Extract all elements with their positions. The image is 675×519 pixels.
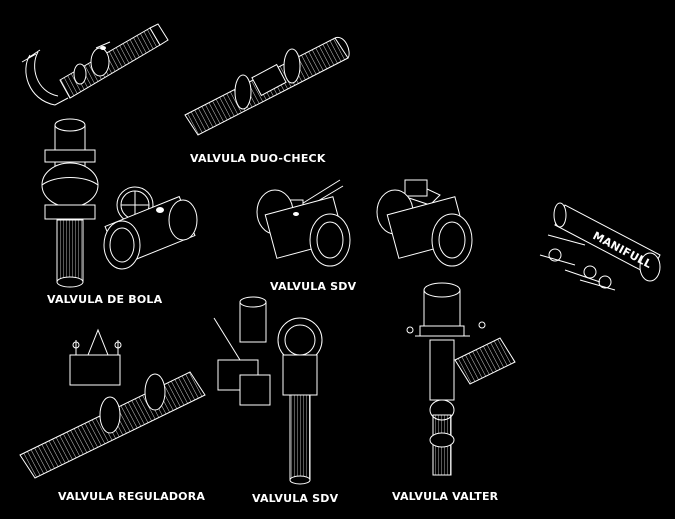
label-sdv-valve-bottom: VALVULA SDV: [252, 492, 339, 505]
handwheel-ball-valve-drawing: [103, 186, 198, 270]
vertical-ball-valve-drawing: [41, 118, 99, 288]
label-duo-check-valve: VALVULA DUO-CHECK: [190, 152, 326, 165]
sdv-valve-bottom-drawing: [213, 296, 323, 485]
actuated-valve-drawing: [376, 179, 473, 267]
ball-valve-with-elbow-drawing: [21, 23, 169, 106]
regulating-valve-drawing: [19, 328, 206, 479]
label-sdv-valve-top: VALVULA SDV: [270, 280, 357, 293]
valter-valve-drawing: [406, 282, 516, 476]
sdv-valve-top-drawing: [256, 179, 351, 267]
label-regulating-valve: VALVULA REGULADORA: [58, 490, 205, 503]
label-valter-valve: VALVULA VALTER: [392, 490, 499, 503]
duo-check-valve-drawing: [184, 36, 350, 136]
manifold-drawing: [539, 202, 661, 291]
label-ball-valve: VALVULA DE BOLA: [47, 293, 163, 306]
